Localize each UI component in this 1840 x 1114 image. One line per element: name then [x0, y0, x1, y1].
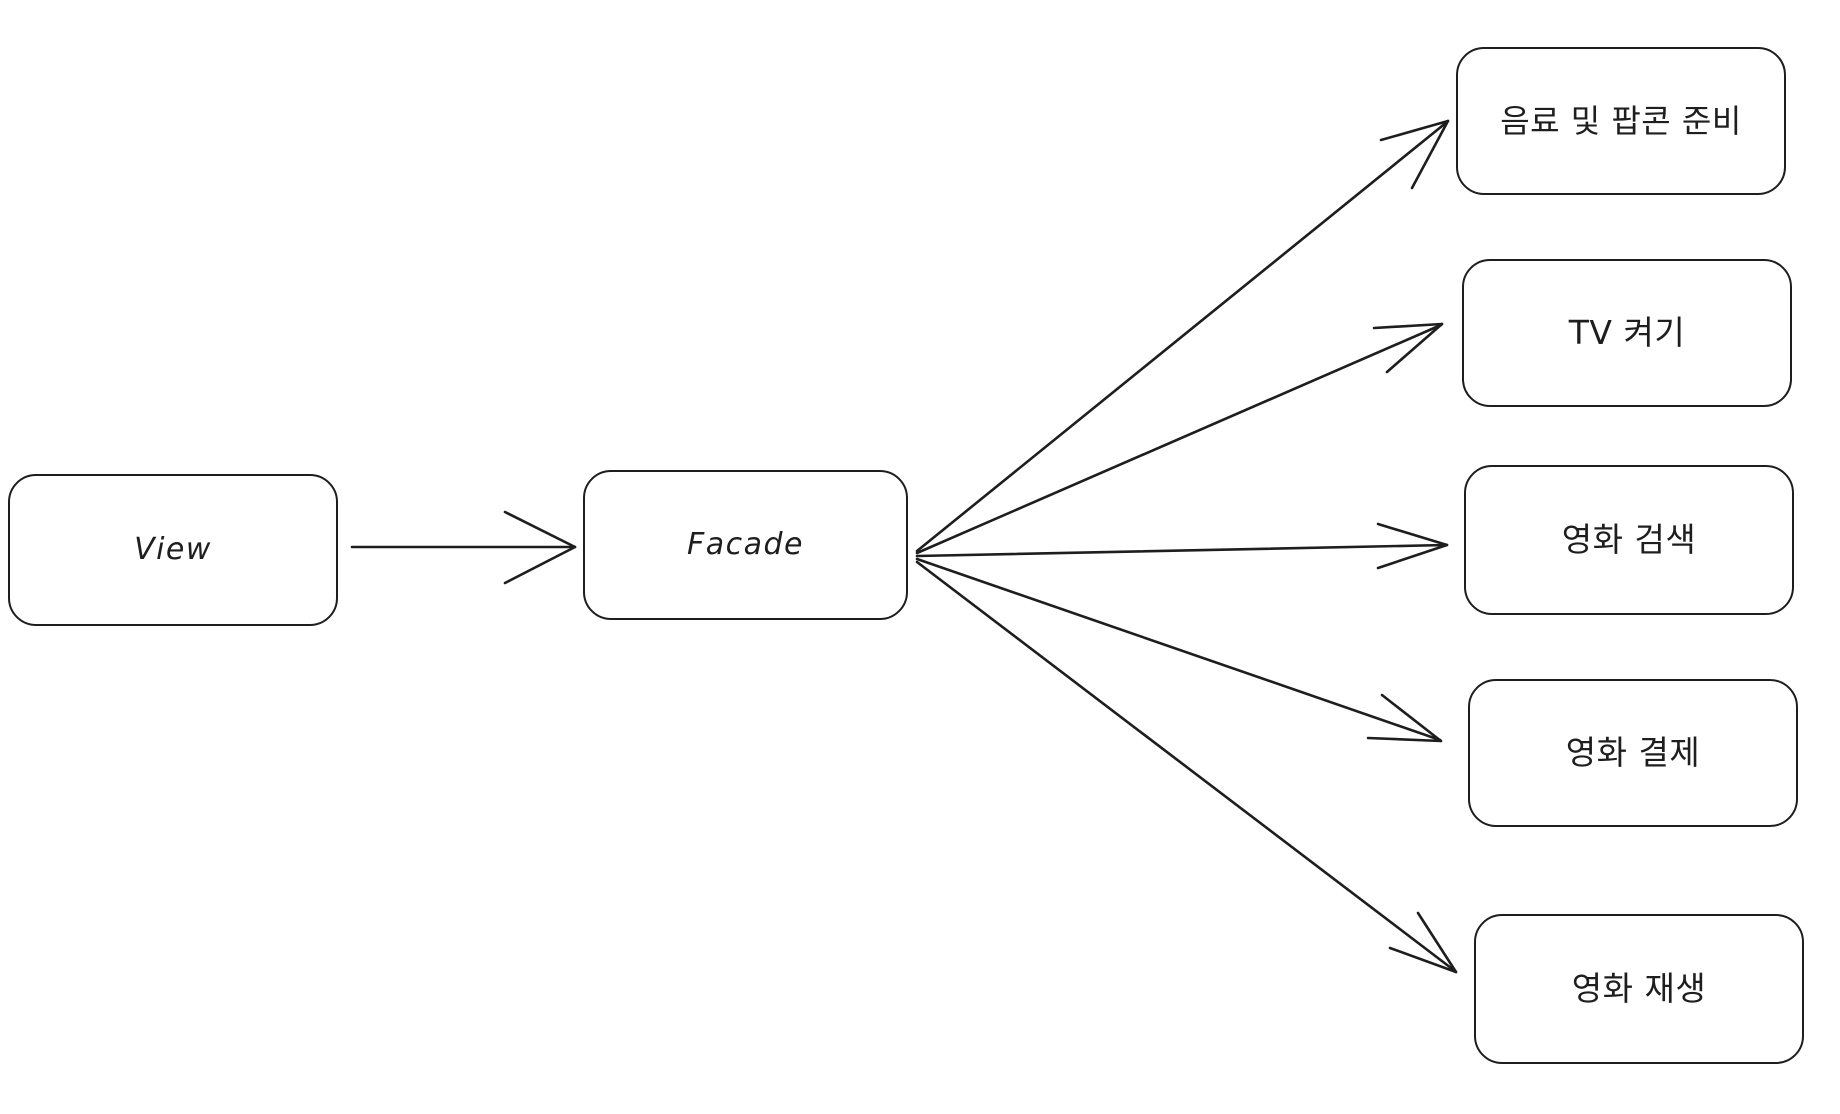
node-facade-label: Facade: [686, 526, 805, 562]
edge-view-to-facade: [350, 510, 577, 585]
node-movie-payment-label: 영화 결제: [1565, 733, 1701, 773]
edge-facade-to-tv-on: [915, 322, 1444, 555]
node-view-label: View: [134, 531, 212, 567]
node-movie-play-label: 영화 재생: [1571, 969, 1707, 1009]
edge-facade-to-movie-payment: [915, 557, 1443, 743]
node-tv-on[interactable]: TV 켜기: [1462, 259, 1792, 407]
node-movie-search[interactable]: 영화 검색: [1464, 465, 1794, 615]
node-view[interactable]: View: [8, 474, 338, 626]
node-tv-on-label: TV 켜기: [1568, 313, 1686, 353]
node-drink-popcorn-label: 음료 및 팝콘 준비: [1500, 101, 1742, 140]
node-movie-play[interactable]: 영화 재생: [1474, 914, 1804, 1064]
edge-facade-to-movie-play: [915, 560, 1458, 974]
node-movie-search-label: 영화 검색: [1561, 520, 1697, 560]
node-facade[interactable]: Facade: [583, 470, 908, 620]
edge-facade-to-drink-popcorn: [915, 119, 1450, 553]
edge-facade-to-movie-search: [915, 522, 1449, 570]
node-drink-popcorn[interactable]: 음료 및 팝콘 준비: [1456, 47, 1786, 195]
node-movie-payment[interactable]: 영화 결제: [1468, 679, 1798, 827]
